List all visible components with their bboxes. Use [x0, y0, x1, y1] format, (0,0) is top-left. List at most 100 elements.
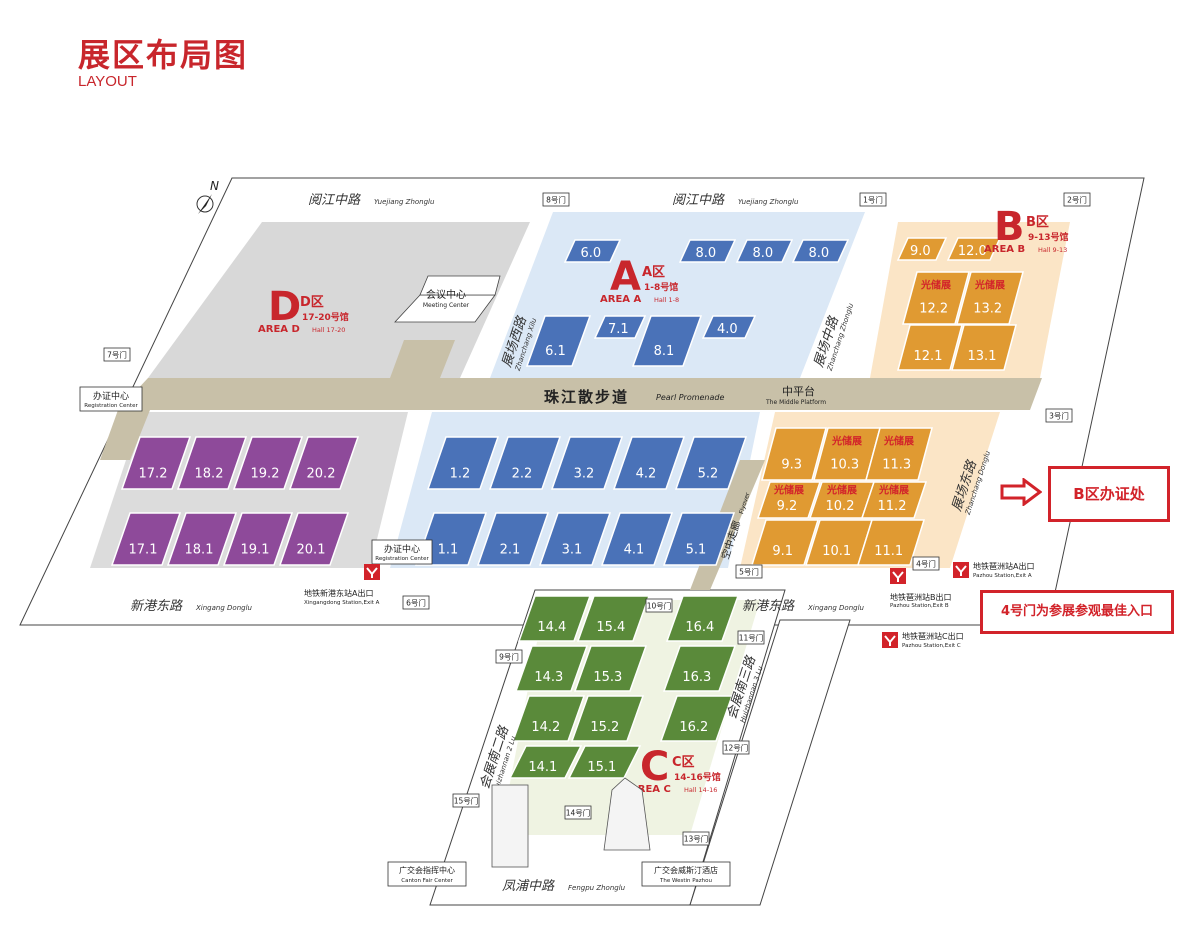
hall-6-1-shape[interactable]	[525, 315, 592, 367]
gate-15-box[interactable]	[452, 793, 480, 808]
hall-18-1-shape[interactable]	[166, 512, 238, 566]
hall-20-2[interactable]: 20.2	[288, 436, 360, 490]
gate-5[interactable]: 5号门	[735, 564, 763, 579]
hall-2-2-shape[interactable]	[488, 436, 562, 490]
hall-18-2[interactable]: 18.2	[176, 436, 248, 490]
hall-3-2[interactable]: 3.2	[550, 436, 624, 490]
hall-8-0-b[interactable]: 8.0	[735, 239, 794, 263]
gate-4-box[interactable]	[912, 556, 940, 571]
hall-14-3[interactable]: 14.3	[514, 645, 589, 692]
westin-pazhou-box[interactable]	[641, 861, 731, 887]
hall-12-1[interactable]: 12.1	[897, 324, 963, 371]
hall-13-2-shape[interactable]	[956, 271, 1024, 325]
hall-4-0-shape[interactable]	[701, 315, 757, 339]
hall-17-1[interactable]: 17.1	[110, 512, 182, 566]
hall-6-1[interactable]: 6.1	[525, 315, 592, 367]
gate-12[interactable]: 12号门	[722, 740, 750, 755]
hall-14-4-shape[interactable]	[517, 595, 592, 642]
hall-2-2[interactable]: 2.2	[488, 436, 562, 490]
hall-2-1[interactable]: 2.1	[476, 512, 550, 566]
hall-20-1[interactable]: 20.1	[278, 512, 350, 566]
hall-14-3-shape[interactable]	[514, 645, 589, 692]
gate-13-box[interactable]	[682, 831, 710, 846]
hall-19-2[interactable]: 19.2	[232, 436, 304, 490]
hall-15-3[interactable]: 15.3	[573, 645, 648, 692]
hall-8-1-shape[interactable]	[631, 315, 703, 367]
hall-14-4[interactable]: 14.4	[517, 595, 592, 642]
hall-15-4-shape[interactable]	[576, 595, 651, 642]
hall-15-2[interactable]: 15.2	[570, 695, 645, 742]
hall-9-1-shape[interactable]	[750, 519, 820, 566]
hall-4-0[interactable]: 4.0	[701, 315, 757, 339]
hall-8-0-a-shape[interactable]	[678, 239, 737, 263]
hall-3-2-shape[interactable]	[550, 436, 624, 490]
gate-7[interactable]: 7号门	[103, 347, 131, 362]
gate-11[interactable]: 11号门	[737, 630, 765, 645]
gate-13[interactable]: 13号门	[682, 831, 710, 846]
hall-16-3[interactable]: 16.3	[662, 645, 737, 692]
hall-15-1[interactable]: 15.1	[567, 745, 642, 779]
hall-9-2-shape[interactable]	[756, 481, 822, 519]
gate-15[interactable]: 15号门	[452, 793, 480, 808]
gate-4[interactable]: 4号门	[912, 556, 940, 571]
gate-2-box[interactable]	[1063, 192, 1091, 207]
hall-11-1[interactable]: 11.1	[856, 519, 926, 566]
hall-6-0-shape[interactable]	[563, 239, 622, 263]
hall-15-3-shape[interactable]	[573, 645, 648, 692]
hall-7-1[interactable]: 7.1	[593, 315, 647, 339]
hall-3-1[interactable]: 3.1	[538, 512, 612, 566]
hall-14-1[interactable]: 14.1	[508, 745, 583, 779]
gate-3-box[interactable]	[1045, 408, 1073, 423]
hall-10-1[interactable]: 10.1	[804, 519, 874, 566]
hall-16-4[interactable]: 16.4	[665, 595, 740, 642]
gate-9[interactable]: 9号门	[495, 649, 523, 664]
registration-center-mid-box[interactable]	[371, 539, 433, 565]
hall-9-1[interactable]: 9.1	[750, 519, 820, 566]
gate-2[interactable]: 2号门	[1063, 192, 1091, 207]
gate-6-box[interactable]	[402, 595, 430, 610]
hall-19-1[interactable]: 19.1	[222, 512, 294, 566]
gate-10[interactable]: 10号门	[645, 598, 673, 613]
gate-14-box[interactable]	[564, 805, 592, 820]
hall-12-0[interactable]: 12.0	[946, 237, 1002, 261]
hall-20-1-shape[interactable]	[278, 512, 350, 566]
hall-16-2[interactable]: 16.2	[659, 695, 734, 742]
hall-8-0-c[interactable]: 8.0	[791, 239, 850, 263]
hall-20-2-shape[interactable]	[288, 436, 360, 490]
hall-9-3-shape[interactable]	[761, 427, 827, 481]
hall-18-1[interactable]: 18.1	[166, 512, 238, 566]
gate-5-box[interactable]	[735, 564, 763, 579]
hall-8-0-a[interactable]: 8.0	[678, 239, 737, 263]
hall-15-4[interactable]: 15.4	[576, 595, 651, 642]
hall-16-3-shape[interactable]	[662, 645, 737, 692]
hall-12-2-shape[interactable]	[902, 271, 970, 325]
gate-12-box[interactable]	[722, 740, 750, 755]
hall-17-2-shape[interactable]	[120, 436, 192, 490]
registration-center-west-box[interactable]	[79, 386, 143, 412]
hall-1-2[interactable]: 1.2	[426, 436, 500, 490]
gate-11-box[interactable]	[737, 630, 765, 645]
hall-15-1-shape[interactable]	[567, 745, 642, 779]
hall-5-2[interactable]: 5.2	[674, 436, 748, 490]
hall-12-1-shape[interactable]	[897, 324, 963, 371]
gate-9-box[interactable]	[495, 649, 523, 664]
canton-fair-center-box[interactable]	[387, 861, 467, 887]
hall-18-2-shape[interactable]	[176, 436, 248, 490]
hall-11-2-shape[interactable]	[860, 481, 928, 519]
hall-2-1-shape[interactable]	[476, 512, 550, 566]
hall-17-2[interactable]: 17.2	[120, 436, 192, 490]
hall-6-0[interactable]: 6.0	[563, 239, 622, 263]
hall-1-1[interactable]: 1.1	[414, 512, 488, 566]
hall-8-0-b-shape[interactable]	[735, 239, 794, 263]
